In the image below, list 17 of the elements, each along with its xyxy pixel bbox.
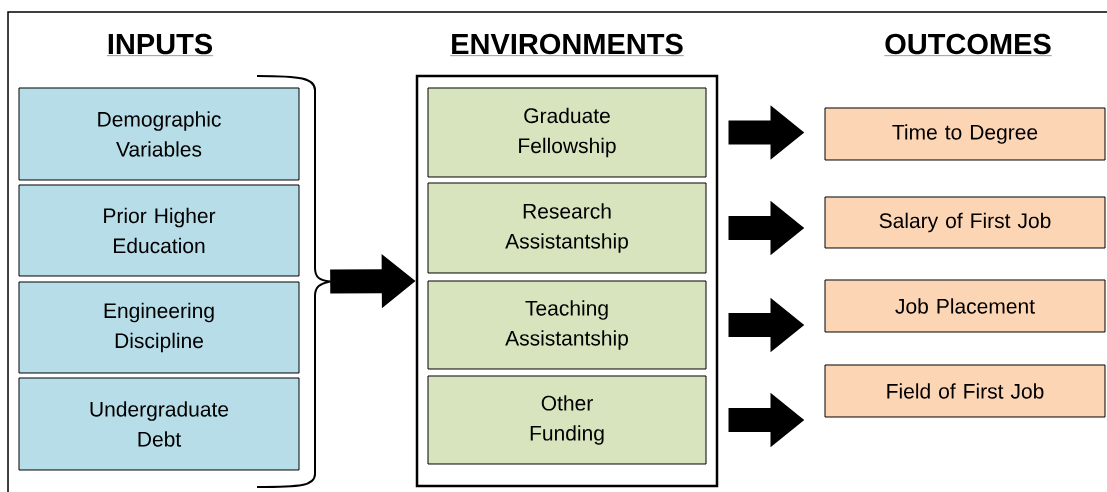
text-box: Undergraduate Debt bbox=[18, 377, 300, 471]
text-box: Teaching Assistantship bbox=[427, 280, 707, 370]
text-box: Salary of First Job bbox=[824, 196, 1106, 249]
group-frame bbox=[415, 74, 719, 488]
text-box: Field of First Job bbox=[824, 364, 1106, 418]
text-box: Job Placement bbox=[824, 279, 1106, 333]
text-box: Research Assistantship bbox=[427, 182, 707, 274]
column-heading: INPUTS bbox=[106, 33, 214, 56]
column-heading: OUTCOMES bbox=[884, 33, 1052, 56]
text-box: Demographic Variables bbox=[18, 87, 300, 181]
text-box: Engineering Discipline bbox=[18, 281, 300, 374]
text-box: Time to Degree bbox=[824, 107, 1106, 161]
column-heading: ENVIRONMENTS bbox=[450, 33, 685, 56]
brace bbox=[256, 75, 331, 488]
text-box: Graduate Fellowship bbox=[427, 87, 707, 178]
text-box: Other Funding bbox=[427, 375, 707, 465]
text-box: Prior Higher Education bbox=[18, 184, 300, 277]
